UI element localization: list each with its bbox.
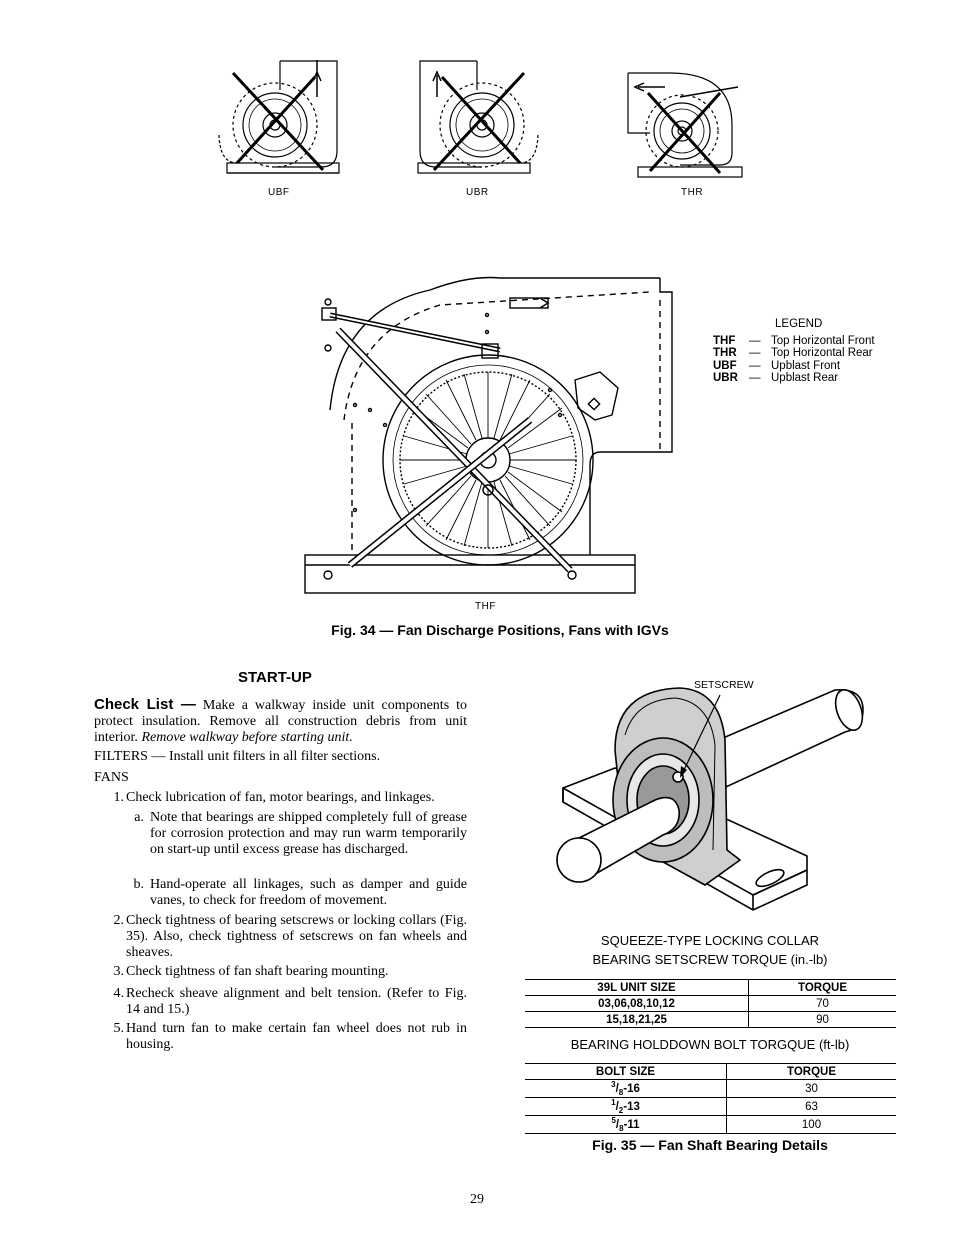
bolt-thread: -11: [623, 1119, 640, 1132]
table-header-row: 39L UNIT SIZE TORQUE: [525, 979, 896, 996]
checklist-text: Make a walkway inside unit components to…: [94, 698, 467, 745]
holddown-torque-title: BEARING HOLDDOWN BOLT TORGQUE (ft-lb): [570, 1037, 850, 1052]
legend-row: THF — Top Horizontal Front: [713, 335, 903, 348]
fan-label-ubr: UBR: [466, 187, 489, 198]
legend-desc: Upblast Rear: [771, 372, 839, 384]
table-cell: 63: [726, 1097, 896, 1117]
legend-dash: —: [749, 359, 761, 372]
table-cell: 1/2-13: [525, 1097, 727, 1117]
legend-code: THF: [713, 334, 736, 347]
legend-desc: Top Horizontal Rear: [771, 347, 873, 359]
legend-dash: —: [749, 347, 761, 359]
legend-desc: Upblast Front: [771, 359, 841, 372]
fan-drawing-ubr: [417, 60, 539, 174]
item-number: b.: [133, 877, 145, 892]
legend-row: UBR — Upblast Rear: [713, 372, 903, 385]
bolt-thread: -13: [623, 1100, 640, 1113]
table-row: 3/8-16 30: [525, 1079, 896, 1099]
setscrew-torque-title: SQUEEZE-TYPE LOCKING COLLAR BEARING SETS…: [525, 931, 895, 969]
table-row: 03,06,08,10,12 70: [525, 995, 896, 1012]
item-text: Hand-operate all linkages, such as dampe…: [150, 877, 467, 908]
legend-code: UBF: [713, 359, 737, 372]
fan-drawing-thr: [627, 72, 743, 178]
setscrew-torque-table: 39L UNIT SIZE TORQUE 03,06,08,10,12 70 1…: [525, 979, 896, 1028]
legend-dash: —: [749, 334, 761, 347]
fraction-numerator: 1: [611, 1098, 616, 1108]
figure-35-caption: Fig. 35 — Fan Shaft Bearing Details: [592, 1137, 828, 1153]
item-number: 5.: [113, 1021, 125, 1036]
bearing-drawing: [556, 687, 864, 911]
table-title-line: BEARING SETSCREW TORQUE (in.-lb): [592, 952, 828, 967]
table-title-line: SQUEEZE-TYPE LOCKING COLLAR: [600, 933, 820, 948]
table-row: 15,18,21,25 90: [525, 1011, 896, 1028]
item-text: Check tightness of bearing setscrews or …: [126, 913, 467, 960]
item-number: a.: [134, 810, 144, 825]
table-cell: 30: [726, 1079, 896, 1099]
item-text: Check tightness of fan shaft bearing mou…: [126, 964, 389, 979]
checklist-italic: Remove walkway before starting unit.: [141, 730, 353, 745]
legend-code: UBR: [713, 372, 738, 384]
holddown-torque-table: BOLT SIZE TORQUE 3/8-16 30 1/2-13 63 5/8…: [525, 1063, 896, 1135]
table-cell: 100: [726, 1115, 896, 1135]
fraction-denominator: 8: [619, 1124, 624, 1134]
table-row: 5/8-11 100: [525, 1115, 896, 1135]
table-cell: 3/8-16: [525, 1079, 727, 1099]
item-number: 1.: [113, 790, 125, 805]
fan-label-ubf: UBF: [268, 187, 290, 198]
legend-row: UBF — Upblast Front: [713, 360, 903, 373]
fans-checklist: 1. Check lubrication of fan, motor beari…: [94, 790, 468, 1060]
figure-34-caption: Fig. 34 — Fan Discharge Positions, Fans …: [331, 622, 669, 638]
legend-row: THR — Top Horizontal Rear: [713, 347, 903, 360]
fraction-numerator: 3: [611, 1080, 616, 1089]
item-number: 3.: [113, 964, 125, 979]
checklist-lead: Check List —: [94, 696, 196, 713]
item-number: 2.: [113, 913, 125, 928]
item-text: Recheck sheave alignment and belt tensio…: [126, 986, 467, 1017]
table-cell: 70: [748, 995, 896, 1012]
table-cell: 5/8-11: [525, 1115, 727, 1135]
item-text: Note that bearings are shipped completel…: [150, 810, 467, 857]
setscrew-label: SETSCREW: [694, 679, 754, 691]
item-text: Hand turn fan to make certain fan wheel …: [126, 1021, 467, 1052]
table-header-row: BOLT SIZE TORQUE: [525, 1063, 896, 1080]
fan-label-thf: THF: [475, 601, 496, 612]
table-header: BOLT SIZE: [525, 1063, 727, 1080]
fans-heading: FANS: [94, 770, 129, 785]
item-text: Check lubrication of fan, motor bearings…: [126, 790, 435, 805]
startup-heading: START-UP: [238, 669, 312, 686]
legend-dash: —: [749, 372, 761, 384]
bolt-thread: -16: [623, 1082, 640, 1095]
legend-desc: Top Horizontal Front: [771, 334, 875, 347]
fraction-numerator: 5: [611, 1116, 616, 1126]
table-header: TORQUE: [748, 979, 896, 996]
table-header: 39L UNIT SIZE: [525, 979, 749, 996]
table-cell: 03,06,08,10,12: [525, 995, 749, 1012]
page-number: 29: [470, 1192, 484, 1207]
fan-drawing-thf-large: [304, 276, 673, 594]
table-cell: 15,18,21,25: [525, 1011, 749, 1028]
fraction-denominator: 8: [618, 1088, 624, 1098]
fan-label-thr: THR: [681, 187, 704, 198]
table-cell: 90: [748, 1011, 896, 1028]
fraction-denominator: 2: [618, 1106, 624, 1116]
table-header: TORQUE: [726, 1063, 896, 1080]
legend-title: LEGEND: [775, 318, 823, 330]
filters-line: FILTERS — Install unit filters in all fi…: [94, 749, 381, 764]
item-number: 4.: [113, 986, 125, 1001]
table-row: 1/2-13 63: [525, 1097, 896, 1117]
fan-legend: LEGEND THF — Top Horizontal Front THR — …: [713, 318, 903, 385]
legend-code: THR: [713, 347, 737, 359]
fan-drawing-ubf: [218, 60, 340, 174]
checklist-paragraph: Check List — Make a walkway inside unit …: [94, 697, 467, 746]
